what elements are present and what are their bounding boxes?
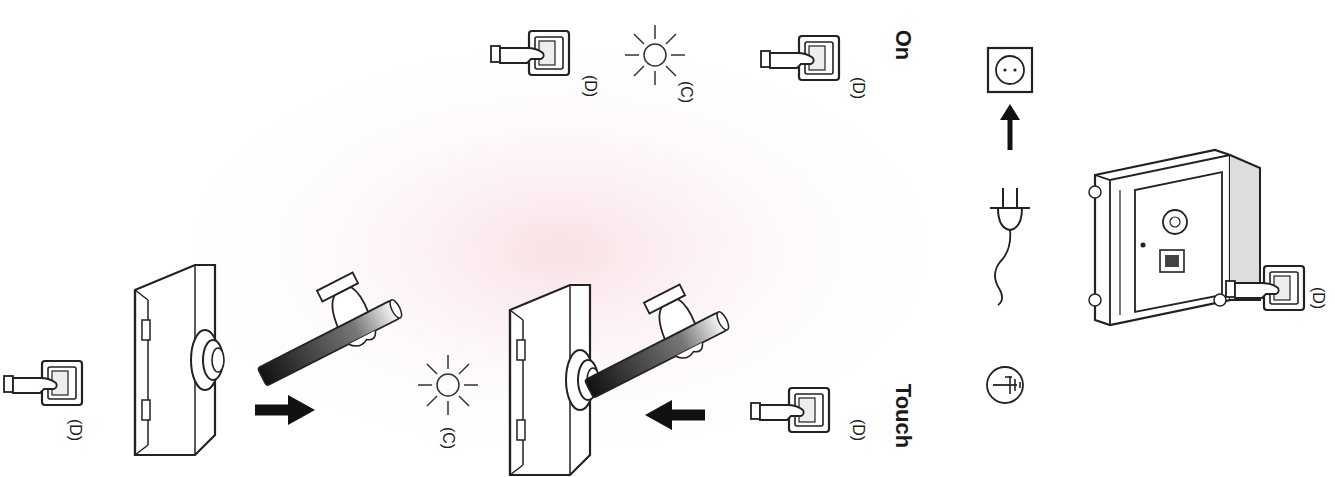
switch-icon: [1226, 266, 1304, 310]
lamp-icon: [625, 25, 685, 85]
callout-letter: (D): [849, 77, 867, 99]
probe-rod: [239, 261, 407, 392]
release-arrow: [255, 395, 315, 425]
switch-icon: [4, 361, 82, 405]
touch-arrow: [645, 400, 705, 430]
callout-letter: (D): [849, 419, 867, 441]
switch-icon: [751, 388, 829, 432]
background-tint: [140, 20, 980, 477]
callout-letter: (D): [581, 75, 599, 97]
ground-symbol: [987, 367, 1023, 403]
plug: [990, 188, 1030, 305]
step-heading: Touch: [890, 384, 916, 448]
callout-letter: (D): [1309, 287, 1327, 309]
socket: [988, 48, 1032, 92]
tester-unit: [135, 265, 224, 455]
callout-letter: (C): [677, 81, 695, 103]
callout-letter: (C): [439, 427, 457, 449]
lamp-icon: [418, 355, 478, 415]
callout-letter: (D): [66, 419, 84, 441]
switch-icon: [491, 31, 569, 75]
switch-icon: [761, 36, 839, 80]
probe-rod: [566, 273, 734, 404]
step-heading: On: [890, 30, 916, 61]
plug-arrow: [1000, 104, 1020, 150]
